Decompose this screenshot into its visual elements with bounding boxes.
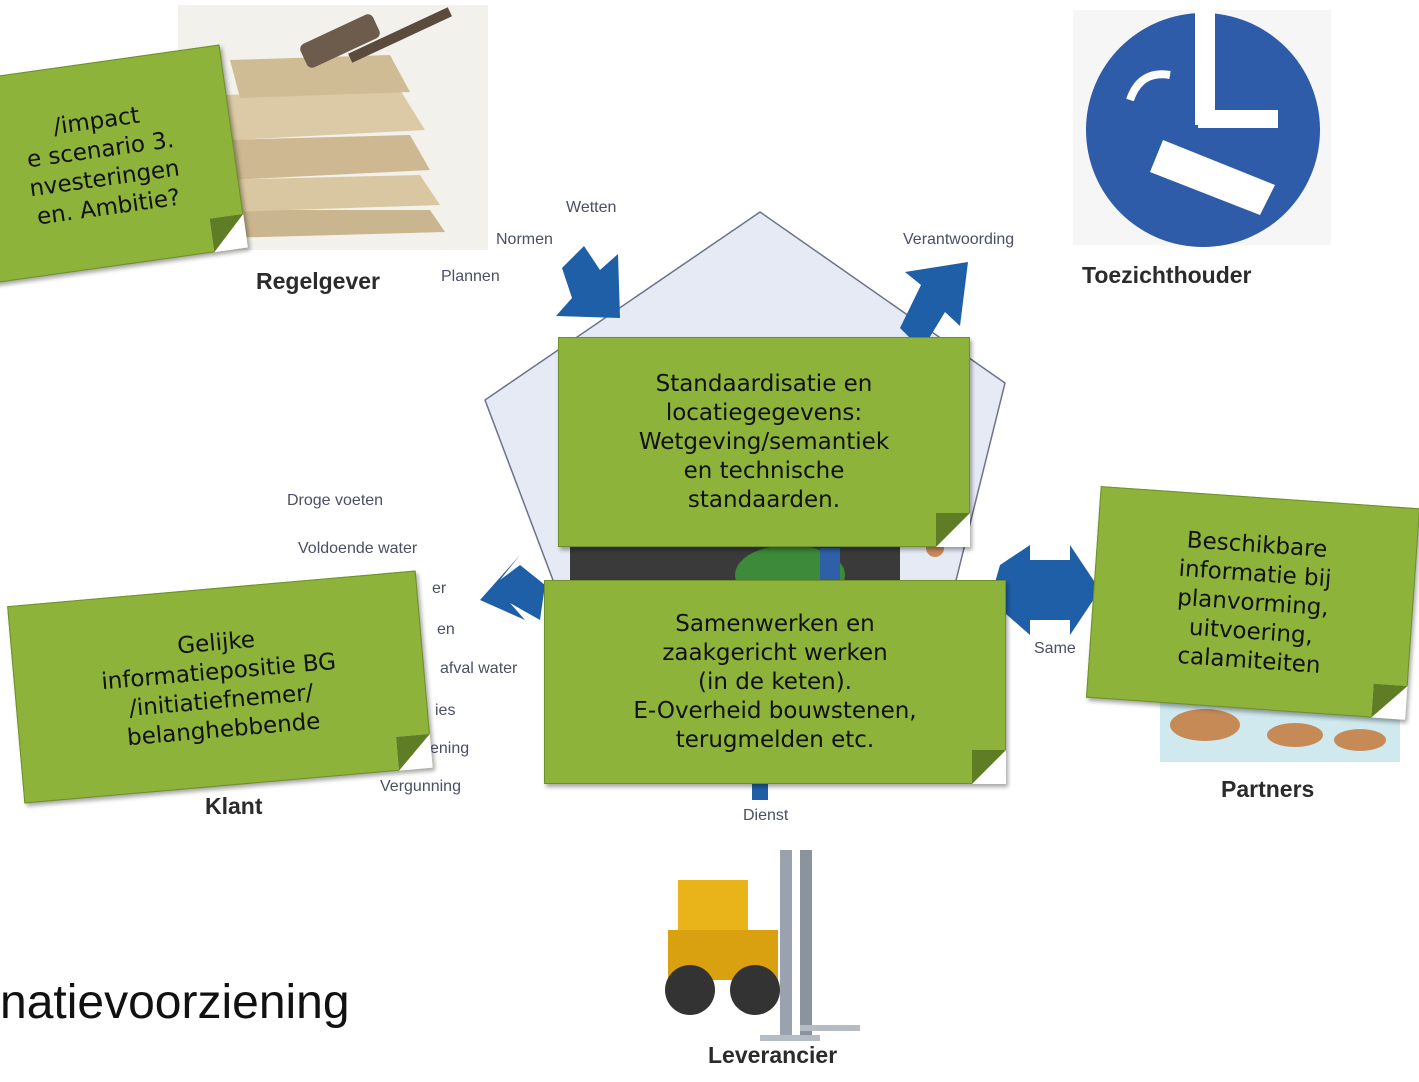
arrow-out-to-klant [480, 555, 545, 620]
flow-label-droge-voeten: Droge voeten [287, 492, 384, 509]
note-impact-scenario-text: /impact e scenario 3. nvesteringen en. A… [25, 102, 182, 230]
note-beschikbare-informatie: Beschikbare informatie bij planvorming, … [1085, 486, 1419, 720]
arrow-out-to-toezichthouder [900, 262, 968, 350]
note-fold [972, 750, 1006, 784]
note-fold [396, 733, 433, 771]
note-standaardisatie: Standaardisatie en locatiegegevens: Wetg… [558, 337, 970, 547]
note-samenwerken-text: Samenwerken en zaakgericht werken (in de… [633, 610, 917, 753]
forklift-icon [665, 850, 860, 1041]
note-fold [936, 513, 970, 547]
note-fold [1371, 683, 1408, 720]
note-gelijke-informatiepositie: Gelijke informatiepositie BG /initiatief… [7, 570, 433, 804]
partners-label: Partners [1221, 776, 1315, 802]
surveillance-camera-sign-icon [1073, 10, 1331, 247]
flow-label-dienst: Dienst [743, 807, 789, 824]
flow-label-samen: Same [1034, 640, 1076, 657]
flow-label-vergunning: Vergunning [380, 778, 461, 795]
note-fold [209, 213, 248, 253]
flow-label-verantwoording: Verantwoording [903, 231, 1015, 248]
flow-label-normen: Normen [496, 231, 553, 248]
arrow-both-partners [990, 545, 1100, 635]
slide-title-fragment: natievoorziening [0, 976, 350, 1029]
flow-label-partial-ening: ening [430, 740, 470, 757]
regelgever-label: Regelgever [256, 268, 381, 294]
note-standaardisatie-text: Standaardisatie en locatiegegevens: Wetg… [638, 370, 890, 513]
flow-label-plannen: Plannen [441, 268, 500, 285]
flow-label-voldoende-water: Voldoende water [298, 540, 418, 557]
flow-label-partial-ies: ies [435, 702, 456, 719]
flow-label-wetten: Wetten [566, 199, 617, 216]
note-beschikbare-informatie-text: Beschikbare informatie bij planvorming, … [1176, 526, 1333, 679]
note-samenwerken: Samenwerken en zaakgericht werken (in de… [544, 580, 1006, 784]
klant-label: Klant [205, 793, 263, 819]
note-impact-scenario: /impact e scenario 3. nvesteringen en. A… [0, 44, 248, 285]
flow-label-afval-water: afval water [440, 660, 518, 677]
toezichthouder-label: Toezichthouder [1082, 262, 1252, 288]
note-gelijke-informatiepositie-text: Gelijke informatiepositie BG /initiatief… [100, 626, 338, 752]
leverancier-label: Leverancier [708, 1042, 838, 1068]
central-building-icon [570, 539, 944, 605]
flow-label-partial-en: en [437, 621, 455, 638]
flow-label-partial-er: er [432, 580, 447, 597]
arrow-in-from-regelgever [556, 246, 620, 318]
